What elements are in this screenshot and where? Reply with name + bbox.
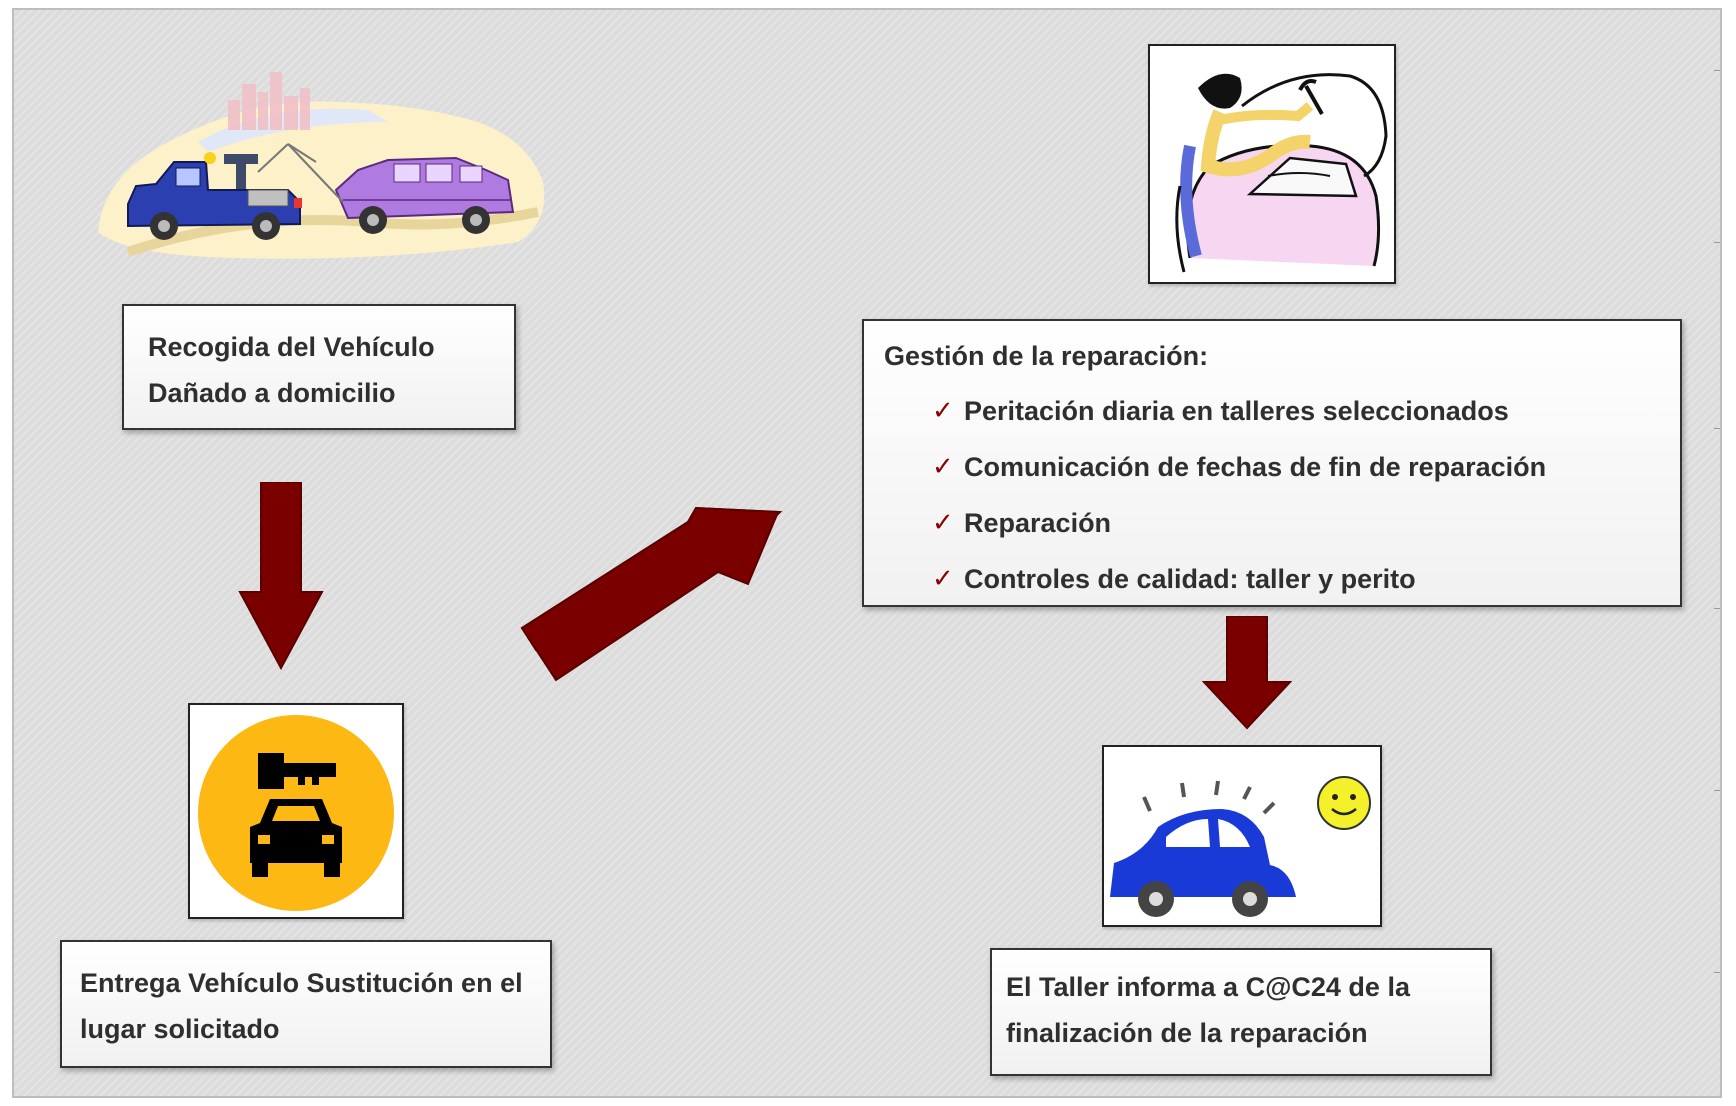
replacement-car-key-icon	[198, 715, 394, 911]
happy-car-clipart	[1110, 776, 1371, 917]
checkmark-icon: ✓	[932, 396, 954, 426]
replacement-car-image-box	[188, 703, 404, 919]
down-arrow	[1202, 616, 1292, 730]
down-arrow	[238, 482, 324, 670]
tow-truck-clipart	[98, 72, 545, 259]
pickup-step-box: Recogida del Vehículo Dañado a domicilio	[122, 304, 516, 430]
edge-tick	[1714, 428, 1720, 429]
checkmark-icon: ✓	[932, 564, 954, 594]
repair-task-item: ✓ Comunicación de fechas de fin de repar…	[884, 439, 1680, 495]
repair-task-text: Reparación	[964, 508, 1112, 538]
edge-tick	[1714, 608, 1720, 609]
checkmark-icon: ✓	[932, 452, 954, 482]
mechanic-clipart	[1175, 73, 1388, 273]
repair-task-item: ✓ Controles de calidad: taller y perito	[884, 551, 1680, 607]
repair-task-text: Comunicación de fechas de fin de reparac…	[964, 452, 1547, 482]
repair-task-item: ✓ Reparación	[884, 495, 1680, 551]
repair-task-text: Controles de calidad: taller y perito	[964, 564, 1416, 594]
edge-tick	[1714, 70, 1720, 71]
repair-task-text: Peritación diaria en talleres selecciona…	[964, 396, 1509, 426]
finished-step-box: El Taller informa a C@C24 de la finaliza…	[990, 948, 1492, 1076]
replacement-step-box: Entrega Vehículo Sustitución en el lugar…	[60, 940, 552, 1068]
pickup-step-text: Recogida del Vehículo	[148, 332, 435, 362]
repair-management-box: Gestión de la reparación: ✓ Peritación d…	[862, 319, 1682, 607]
replacement-step-text: lugar solicitado	[80, 1014, 280, 1044]
mechanic-image-box	[1148, 44, 1396, 284]
finished-step-text: finalización de la reparación	[1006, 1018, 1368, 1048]
edge-tick	[1714, 790, 1720, 791]
edge-tick	[1714, 972, 1720, 973]
pickup-step-text: Dañado a domicilio	[148, 378, 396, 408]
edge-tick	[1714, 242, 1720, 243]
checkmark-icon: ✓	[932, 508, 954, 538]
finished-step-text: El Taller informa a C@C24 de la	[1006, 972, 1410, 1002]
repair-task-list: ✓ Peritación diaria en talleres seleccio…	[884, 383, 1680, 607]
finished-car-image-box	[1102, 745, 1382, 927]
repair-management-title: Gestión de la reparación:	[884, 341, 1209, 371]
repair-task-item: ✓ Peritación diaria en talleres seleccio…	[884, 383, 1680, 439]
replacement-step-text: Entrega Vehículo Sustitución en el	[80, 968, 523, 998]
diagonal-arrow	[520, 506, 783, 682]
